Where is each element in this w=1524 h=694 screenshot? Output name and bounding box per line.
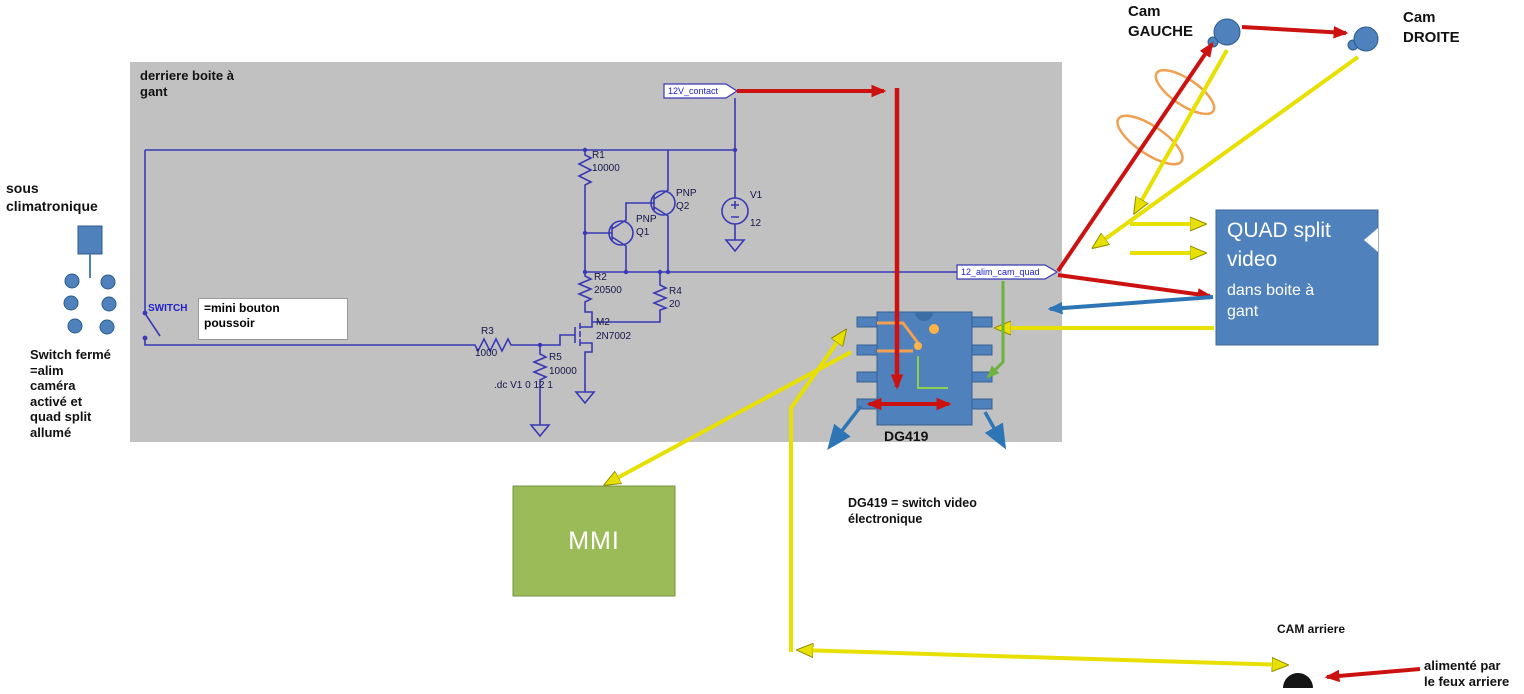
- dg419-note: DG419 = switch video électronique: [848, 496, 977, 527]
- yellow-arrow-dg419-to-mmi: [606, 350, 852, 484]
- mmi-box: [512, 485, 676, 597]
- quad-box-notch: [1364, 228, 1378, 252]
- ground-icon: [574, 391, 596, 405]
- q2-type: PNP: [676, 188, 697, 199]
- r2-value: 20500: [594, 285, 622, 296]
- transistor-q1: [608, 220, 634, 246]
- cam-arriere-label: CAM arriere: [1277, 622, 1346, 636]
- v1-ref: V1: [750, 190, 763, 201]
- blue-arrow-dg419-down-right: [983, 411, 1007, 450]
- red-arrow-into-quad: [1057, 273, 1213, 301]
- transistor-q2: [650, 190, 676, 216]
- dg419-label: DG419: [884, 428, 929, 444]
- dg419-chip: [856, 311, 993, 426]
- blue-arrows: [827, 295, 1214, 450]
- transistor-q2-leads: [653, 150, 669, 272]
- r4-value: 20: [669, 299, 681, 310]
- resistor-r5: [531, 345, 549, 425]
- mini-bouton-note: =mini bouton poussoir: [198, 298, 348, 340]
- ground-icon: [529, 424, 551, 438]
- junction-dots: [142, 147, 738, 348]
- spice-directive: .dc V1 0 12 1: [494, 380, 553, 391]
- mmi-label: MMI: [568, 526, 620, 555]
- q1-ref: Q1: [636, 227, 650, 238]
- yellow-arrow-cam-right-video: [1094, 55, 1360, 247]
- cam-droite-label: Cam DROITE: [1403, 9, 1460, 46]
- switch-ferme-note: Switch fermé =alim caméra activé et quad…: [30, 347, 111, 440]
- connector-pins: [63, 273, 117, 335]
- video-arrows: [606, 49, 1360, 665]
- quad-box-subtitle: dans boite à gant: [1227, 282, 1315, 320]
- r1-ref: R1: [592, 150, 605, 161]
- resistor-r4: [592, 272, 669, 323]
- connector-body: [77, 225, 103, 255]
- camera-right-icon: [1347, 26, 1379, 52]
- wire-bottom-rail: [144, 340, 470, 346]
- green-arrow-alim-to-dg419: [986, 281, 1005, 379]
- panel-note: derriere boite à gant: [140, 68, 234, 100]
- m2-value: 2N7002: [596, 331, 632, 342]
- yellow-arrow-rear-cable: [799, 650, 1286, 665]
- q1-type: PNP: [636, 214, 657, 225]
- rear-camera-icon: [1283, 673, 1313, 688]
- yellow-arrow-rear-to-dg419: [789, 331, 845, 652]
- camera-left-icon: [1207, 18, 1241, 48]
- r1-value: 10000: [592, 163, 620, 174]
- net-flag-alim-cam-quad: [956, 264, 1059, 280]
- quad-split-box: [1215, 209, 1379, 346]
- resistor-r3: [470, 337, 516, 353]
- red-arrow-to-cam-left: [1056, 41, 1214, 273]
- r5-value: 10000: [549, 366, 577, 377]
- dg419-body: [876, 311, 973, 426]
- mosfet-m2: [516, 305, 593, 392]
- r5-ref: R5: [549, 352, 562, 363]
- sous-climatronique-note: sous climatronique: [6, 180, 98, 214]
- blue-arrow-quad-out: [1047, 295, 1214, 315]
- r3-value: 1000: [475, 348, 498, 359]
- quad-box-title: QUAD split video: [1227, 219, 1331, 272]
- net-flag-12v-contact: [663, 83, 739, 99]
- v1-value: 12: [750, 218, 762, 229]
- r3-ref: R3: [481, 326, 494, 337]
- cable-loop-icon: [1116, 68, 1216, 166]
- r4-ref: R4: [669, 286, 682, 297]
- red-arrow-rear-power: [1324, 667, 1421, 683]
- yellow-arrow-cam-left-video: [1135, 49, 1229, 212]
- transistor-q1-leads: [585, 202, 654, 272]
- resistor-r1: [577, 150, 593, 272]
- dg419-notch: [915, 312, 933, 321]
- r2-ref: R2: [594, 272, 607, 283]
- net-label-12v-contact: 12V_contact: [668, 86, 719, 96]
- dg419-internal-switch: [877, 321, 948, 389]
- power-arrows: [737, 25, 1421, 683]
- source-v1: [721, 197, 749, 225]
- m2-ref: M2: [596, 317, 610, 328]
- blue-arrow-dg419-down-left: [827, 404, 863, 450]
- alimente-note: alimenté par le feux arriere: [1424, 658, 1510, 690]
- ground-icon: [724, 239, 746, 253]
- resistor-r2: [576, 272, 594, 305]
- switch-symbol: [145, 314, 161, 337]
- cam-gauche-label: Cam GAUCHE: [1128, 3, 1194, 40]
- red-arrow-cam-to-cam: [1241, 25, 1349, 39]
- switch-label: SWITCH: [148, 303, 188, 314]
- net-label-alim-cam-quad: 12_alim_cam_quad: [961, 267, 1040, 277]
- q2-ref: Q2: [676, 201, 690, 212]
- climatronic-connector: [63, 225, 117, 335]
